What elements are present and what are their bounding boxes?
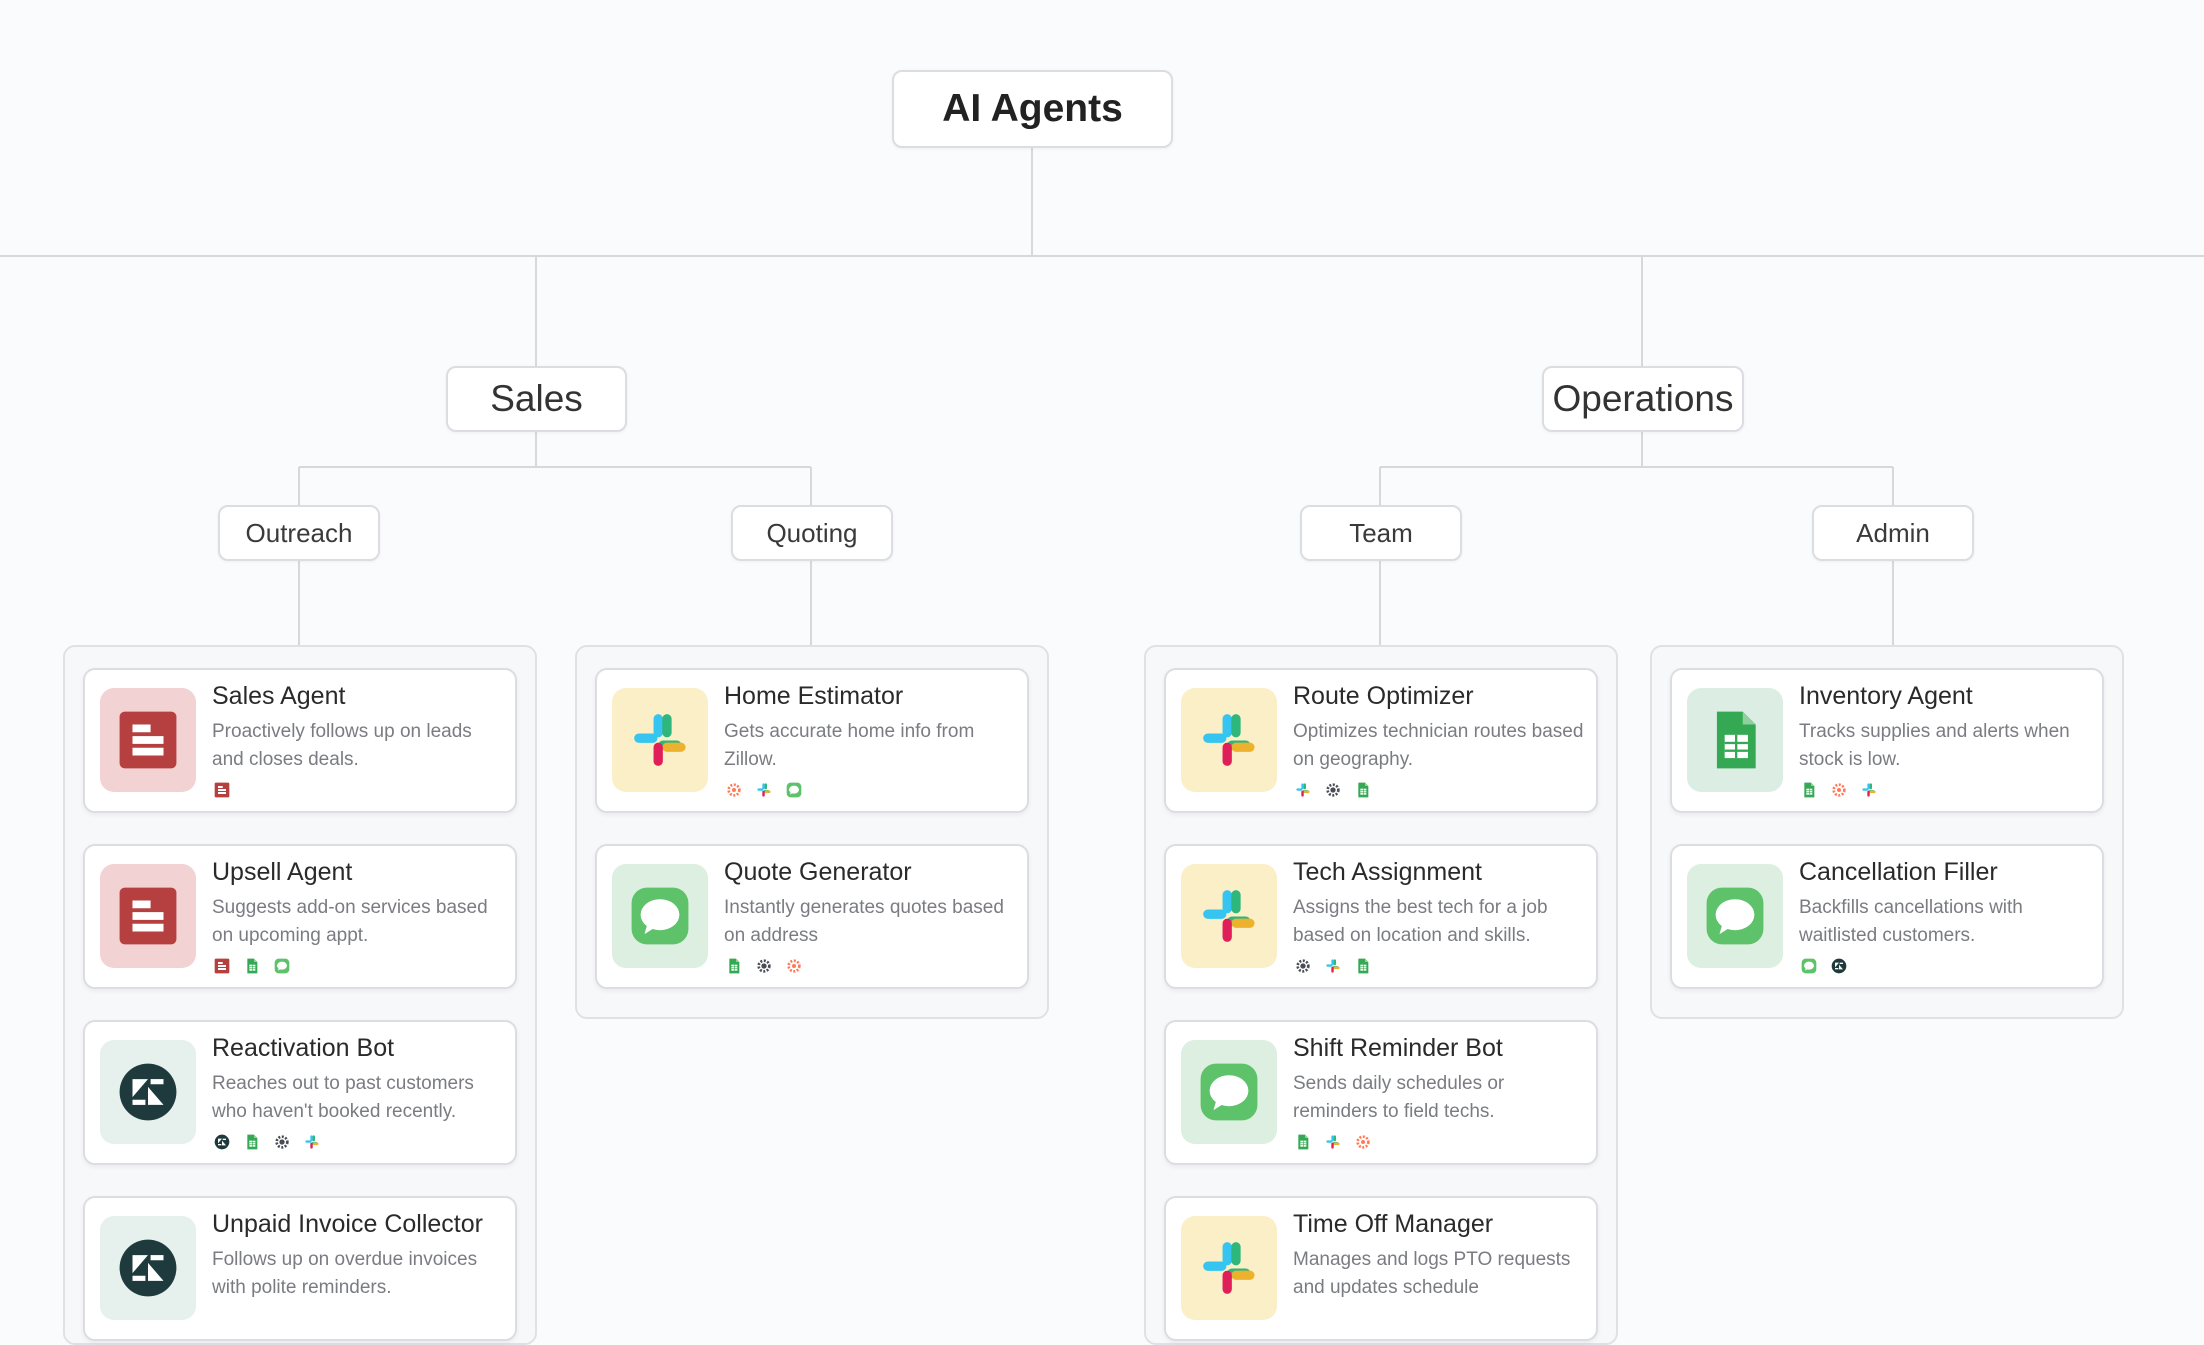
gear-icon	[274, 1134, 290, 1150]
gear-icon	[756, 958, 772, 974]
agent-name: Inventory Agent	[1799, 682, 1973, 710]
zendesk-icon	[100, 1040, 196, 1144]
brand-e-icon	[100, 864, 196, 968]
agent-description: Reaches out to past customers who haven'…	[212, 1073, 474, 1122]
agent-name: Time Off Manager	[1293, 1210, 1494, 1238]
agent-description: Sends daily schedules or reminders to fi…	[1293, 1073, 1505, 1122]
group-admin: Admin	[1812, 505, 1974, 561]
agent-name: Reactivation Bot	[212, 1034, 395, 1062]
slack-icon	[1325, 1134, 1341, 1150]
slack-icon	[1295, 782, 1311, 798]
agent-tools	[214, 782, 230, 798]
sheets-icon	[726, 958, 742, 974]
agent-name: Quote Generator	[724, 858, 912, 886]
agent-name: Tech Assignment	[1293, 858, 1482, 886]
agent-tools	[214, 1134, 320, 1150]
slack-icon	[612, 688, 708, 792]
agent-description: Proactively follows up on leads and clos…	[212, 721, 472, 770]
agent-description: Backfills cancellations with waitlisted …	[1799, 897, 2023, 946]
sheets-icon	[1801, 782, 1817, 798]
messages-icon	[786, 782, 802, 798]
agent-name: Cancellation Filler	[1799, 858, 1998, 886]
hubspot-icon	[786, 958, 802, 974]
group-team: Team	[1300, 505, 1462, 561]
messages-icon	[1801, 958, 1817, 974]
sheets-icon	[1687, 688, 1783, 792]
sheets-icon	[244, 1134, 260, 1150]
agent-description: Tracks supplies and alerts when stock is…	[1799, 721, 2070, 770]
connector-lines	[0, 148, 2204, 645]
gear-icon	[1325, 782, 1341, 798]
agent-name: Upsell Agent	[212, 858, 353, 886]
agent-tools	[1295, 782, 1371, 798]
agent-description: Gets accurate home info from Zillow.	[724, 721, 975, 770]
section-sales: Sales	[446, 366, 627, 432]
root-node-title: AI Agents	[892, 70, 1173, 148]
zendesk-icon	[100, 1216, 196, 1320]
agent-tools	[214, 958, 290, 974]
agent-name: Sales Agent	[212, 682, 346, 710]
group-outreach: Outreach	[218, 505, 380, 561]
hubspot-icon	[1355, 1134, 1371, 1150]
agent-tools	[1801, 782, 1877, 798]
hubspot-icon	[1831, 782, 1847, 798]
agent-name: Home Estimator	[724, 682, 904, 710]
slack-icon	[304, 1134, 320, 1150]
sheets-icon	[1295, 1134, 1311, 1150]
agent-tools	[1295, 958, 1371, 974]
gear-icon	[1295, 958, 1311, 974]
agent-name: Route Optimizer	[1293, 682, 1474, 710]
agent-description: Follows up on overdue invoices with poli…	[212, 1249, 478, 1298]
agent-tools	[726, 958, 802, 974]
brand-e-icon	[100, 688, 196, 792]
brand-e-icon	[214, 958, 230, 974]
agent-description: Optimizes technician routes based on geo…	[1293, 721, 1584, 770]
slack-icon	[1181, 864, 1277, 968]
sheets-icon	[1355, 958, 1371, 974]
zendesk-icon	[1831, 958, 1847, 974]
agent-description: Instantly generates quotes based on addr…	[724, 897, 1004, 946]
agent-description: Suggests add-on services based on upcomi…	[212, 897, 488, 946]
hubspot-icon	[726, 782, 742, 798]
messages-icon	[274, 958, 290, 974]
messages-icon	[1181, 1040, 1277, 1144]
agent-name: Unpaid Invoice Collector	[212, 1210, 483, 1238]
messages-icon	[1687, 864, 1783, 968]
brand-e-icon	[214, 782, 230, 798]
agent-name: Shift Reminder Bot	[1293, 1034, 1503, 1062]
agent-description: Assigns the best tech for a job based on…	[1293, 897, 1548, 946]
zendesk-icon	[214, 1134, 230, 1150]
agent-description: Manages and logs PTO requests and update…	[1293, 1249, 1571, 1298]
messages-icon	[612, 864, 708, 968]
group-quoting: Quoting	[731, 505, 893, 561]
slack-icon	[1861, 782, 1877, 798]
agent-tools	[726, 782, 802, 798]
slack-icon	[1181, 688, 1277, 792]
slack-icon	[1181, 1216, 1277, 1320]
section-operations: Operations	[1542, 366, 1744, 432]
sheets-icon	[244, 958, 260, 974]
agent-tools	[1801, 958, 1847, 974]
slack-icon	[756, 782, 772, 798]
sheets-icon	[1355, 782, 1371, 798]
slack-icon	[1325, 958, 1341, 974]
agent-tools	[1295, 1134, 1371, 1150]
